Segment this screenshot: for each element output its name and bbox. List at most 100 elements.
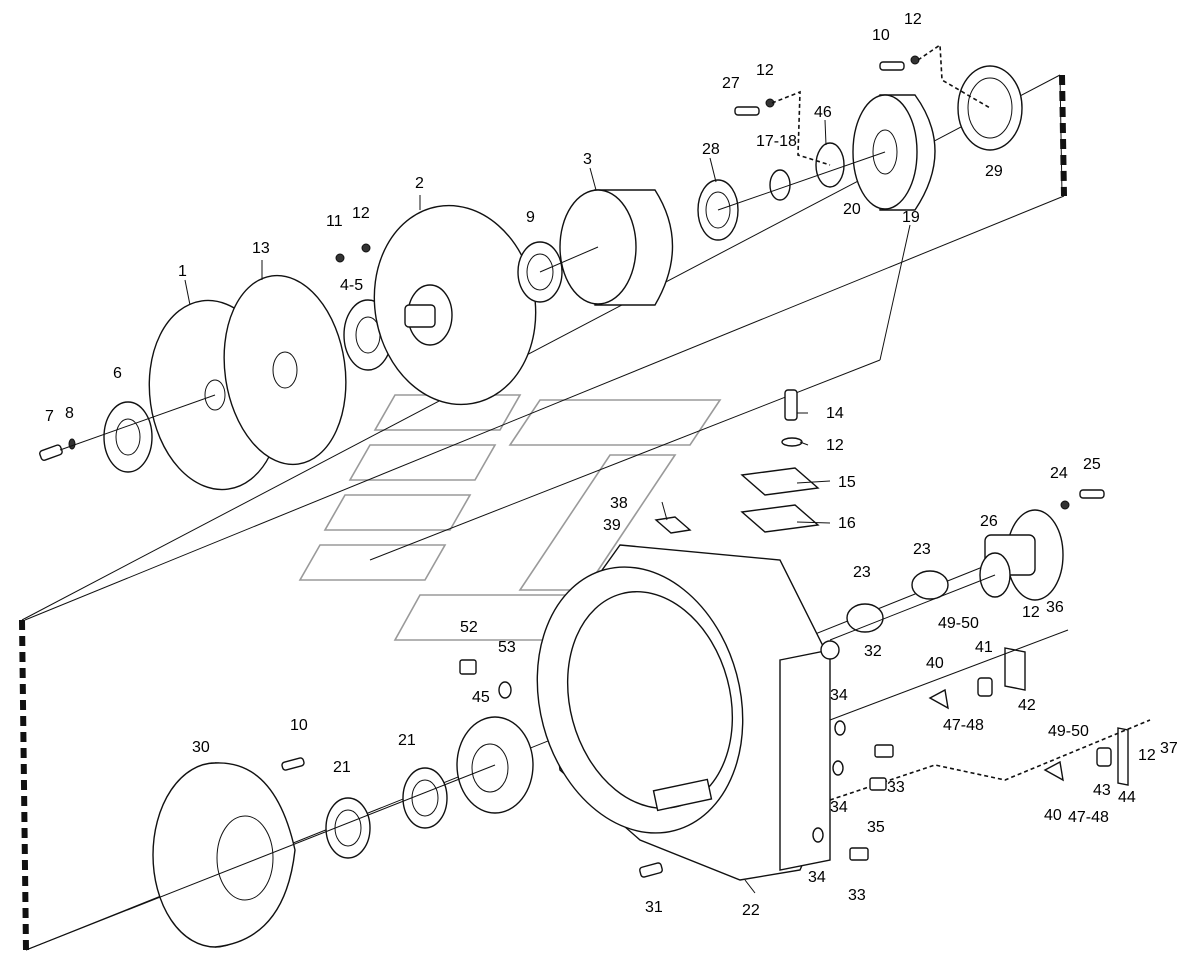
callout-label: 43 bbox=[1093, 782, 1111, 799]
callout-label: 34 bbox=[830, 799, 848, 816]
callout-label: 37 bbox=[1160, 740, 1178, 757]
callout-label: 15 bbox=[838, 474, 856, 491]
callout-label: 49-50 bbox=[1048, 723, 1089, 740]
pin-31 bbox=[639, 862, 663, 878]
bolt-10-top bbox=[879, 55, 920, 71]
shim-plate bbox=[103, 401, 153, 473]
callout-label: 8 bbox=[65, 405, 74, 422]
bolt-10-bottom bbox=[281, 757, 305, 771]
plate-15 bbox=[740, 467, 820, 496]
bolt-7 bbox=[39, 444, 63, 461]
callout-label: 35 bbox=[867, 819, 885, 836]
callout-label: 29 bbox=[985, 163, 1003, 180]
bolt-24-25 bbox=[1060, 489, 1105, 510]
fitting-33b bbox=[849, 847, 869, 861]
drum-3 bbox=[539, 189, 674, 306]
washer-53 bbox=[498, 681, 512, 699]
callout-label: 52 bbox=[460, 619, 478, 636]
callout-label: 4-5 bbox=[340, 277, 363, 294]
bearing-21a bbox=[402, 767, 448, 829]
callout-label: 32 bbox=[864, 643, 882, 660]
bolt-11 bbox=[335, 243, 371, 263]
fitting-35 bbox=[869, 777, 887, 791]
callout-label: 22 bbox=[742, 902, 760, 919]
ring-17-18 bbox=[769, 169, 791, 201]
callout-label: 30 bbox=[192, 739, 210, 756]
plug-52 bbox=[459, 659, 477, 675]
spring-43 bbox=[1096, 747, 1112, 767]
callout-label: 47-48 bbox=[1068, 809, 1109, 826]
transmission-housing bbox=[536, 544, 831, 881]
plate-16 bbox=[740, 504, 820, 533]
callout-label: 12 bbox=[1022, 604, 1040, 621]
callout-label: 2 bbox=[415, 175, 424, 192]
callout-label: 53 bbox=[498, 639, 516, 656]
washer-8 bbox=[68, 438, 76, 450]
housing-cover-30 bbox=[152, 762, 296, 948]
leader-lines bbox=[184, 119, 831, 894]
ring-29 bbox=[957, 65, 1023, 151]
callout-label: 12 bbox=[1138, 747, 1156, 764]
callout-label: 20 bbox=[843, 201, 861, 218]
bracket-42 bbox=[1004, 647, 1026, 691]
callout-label: 12 bbox=[826, 437, 844, 454]
callout-label: 40 bbox=[926, 655, 944, 672]
callout-label: 25 bbox=[1083, 456, 1101, 473]
callout-label: 17-18 bbox=[756, 133, 797, 150]
callout-label: 12 bbox=[352, 205, 370, 222]
callout-label: 21 bbox=[333, 759, 351, 776]
callout-label: 21 bbox=[398, 732, 416, 749]
callout-label: 47-48 bbox=[943, 717, 984, 734]
callout-label: 11 bbox=[326, 213, 343, 230]
seal-23a bbox=[846, 603, 884, 633]
spring-41 bbox=[977, 677, 993, 697]
callout-label: 28 bbox=[702, 141, 720, 158]
plate-39 bbox=[654, 516, 692, 534]
callout-label: 3 bbox=[583, 151, 592, 168]
callout-labels: 1 13 2 3 4-5 6 7 8 9 11 12 28 27 12 17-1… bbox=[45, 11, 1178, 919]
callout-label: 33 bbox=[848, 887, 866, 904]
callout-label: 46 bbox=[814, 104, 832, 121]
callout-label: 49-50 bbox=[938, 615, 979, 632]
callout-label: 38 bbox=[610, 495, 628, 512]
bolt-27 bbox=[734, 98, 775, 116]
callout-label: 12 bbox=[756, 62, 774, 79]
callout-label: 44 bbox=[1118, 789, 1136, 806]
plug-32 bbox=[820, 640, 840, 660]
callout-label: 45 bbox=[472, 689, 490, 706]
callout-label: 34 bbox=[808, 869, 826, 886]
callout-label: 9 bbox=[526, 209, 535, 226]
callout-label: 26 bbox=[980, 513, 998, 530]
callout-label: 27 bbox=[722, 75, 740, 92]
callout-label: 41 bbox=[975, 639, 993, 656]
converter-cover bbox=[373, 204, 537, 406]
sensor-40b bbox=[1043, 760, 1064, 782]
bearing-21b bbox=[325, 797, 371, 859]
cover-plate bbox=[223, 274, 347, 466]
callout-label: 19 bbox=[902, 209, 920, 226]
callout-label: 10 bbox=[290, 717, 308, 734]
callout-label: 23 bbox=[853, 564, 871, 581]
callout-label: 16 bbox=[838, 515, 856, 532]
callout-label: 14 bbox=[826, 405, 844, 422]
callout-label: 12 bbox=[904, 11, 922, 28]
callout-label: 42 bbox=[1018, 697, 1036, 714]
callout-label: 34 bbox=[830, 687, 848, 704]
callout-label: 6 bbox=[113, 365, 122, 382]
callout-label: 7 bbox=[45, 408, 54, 425]
callout-label: 10 bbox=[872, 27, 890, 44]
sensor-40a bbox=[928, 688, 949, 710]
callout-label: 40 bbox=[1044, 807, 1062, 824]
fitting-33a bbox=[874, 744, 894, 758]
callout-label: 1 bbox=[178, 263, 187, 280]
callout-label: 24 bbox=[1050, 465, 1068, 482]
callout-label: 36 bbox=[1046, 599, 1064, 616]
callout-label: 33 bbox=[887, 779, 905, 796]
bracket-44 bbox=[1117, 727, 1129, 786]
callout-label: 31 bbox=[645, 899, 663, 916]
callout-label: 23 bbox=[913, 541, 931, 558]
callout-label: 39 bbox=[603, 517, 621, 534]
seal-23b bbox=[911, 570, 949, 600]
bolt-14 bbox=[781, 389, 803, 447]
